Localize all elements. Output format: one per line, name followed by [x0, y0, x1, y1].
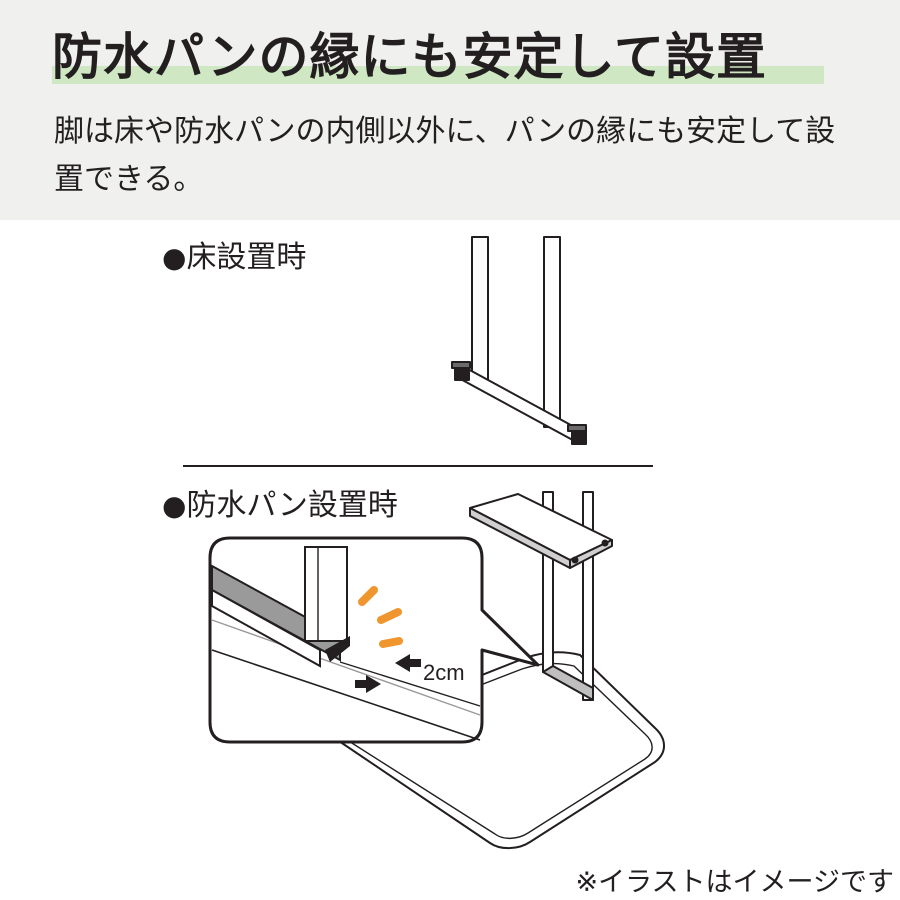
arrow-right: [355, 675, 381, 693]
pan-rack-illustration: [469, 491, 613, 701]
zoom-foot: [325, 636, 350, 662]
zoom-post: [304, 546, 348, 642]
measurement-label: 2cm: [423, 660, 465, 685]
section-divider: [183, 465, 653, 467]
page-title: 防水パンの縁にも安定して設置: [52, 28, 767, 86]
stability-marks: [358, 586, 403, 648]
floor-install-text: 床設置時: [186, 240, 307, 275]
image-note: ※イラストはイメージです: [575, 867, 894, 898]
pan-bullet: ●: [162, 489, 187, 522]
callout-bubble: [208, 536, 540, 744]
arrow-left: [395, 654, 421, 672]
floor-bullet: ●: [162, 241, 187, 274]
pan-install-label: ●防水パン設置時: [162, 486, 398, 526]
title-highlight-bar: [52, 66, 824, 84]
pan-rim-line-1: [211, 649, 481, 741]
pan-install-text: 防水パン設置時: [186, 488, 398, 523]
floor-rack-illustration: [451, 236, 587, 445]
description-text: 脚は床や防水パンの内側以外に、パンの縁にも安定して設置できる。: [54, 114, 836, 197]
floor-install-label: ●床設置時: [162, 238, 306, 278]
header-band: 防水パンの縁にも安定して設置 脚は床や防水パンの内側以外に、パンの縁にも安定して…: [0, 0, 900, 220]
pan-rim-line-2: [211, 619, 481, 716]
zoom-callout: 2cm: [208, 536, 540, 744]
title-block: 防水パンの縁にも安定して設置: [52, 24, 824, 90]
pan-rim-line-3: [339, 661, 481, 707]
zoom-base-bar-side: [211, 588, 321, 668]
